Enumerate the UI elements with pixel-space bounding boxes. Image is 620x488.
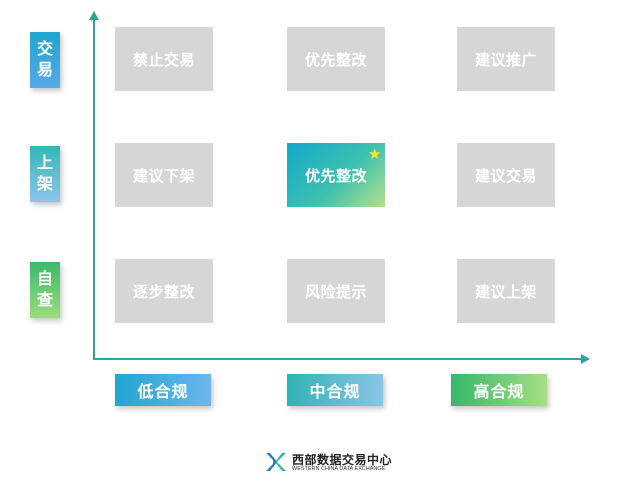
footer-name: 西部数据交易中心	[292, 453, 393, 467]
cell-r0-c0: 禁止交易	[115, 27, 213, 91]
cell-r1-c0: 建议下架	[115, 143, 213, 207]
y-label-2-char-1: 查	[36, 290, 53, 309]
y-label-2-char-0: 自	[36, 269, 53, 288]
footer-brand: 西部数据交易中心 WESTERN CHINA DATA EXCHANGE	[264, 449, 404, 475]
y-label-self-check: 自查	[30, 262, 60, 318]
y-label-0-char-1: 易	[36, 60, 53, 79]
y-label-1-char-1: 架	[36, 174, 53, 193]
y-axis-arrow-icon	[89, 11, 99, 20]
y-label-listing: 上架	[30, 146, 60, 202]
cell-r1-c2: 建议交易	[457, 143, 555, 207]
x-label-low-compliance: 低合规	[115, 374, 211, 406]
y-label-trade: 交易	[30, 32, 60, 88]
cell-r2-c0: 逐步整改	[115, 259, 213, 323]
x-axis-arrow-icon	[581, 354, 590, 364]
x-axis-line	[93, 358, 583, 360]
cell-r1-c1-highlight: 优先整改 ★	[287, 143, 385, 207]
y-label-1-char-0: 上	[36, 153, 53, 172]
cell-r2-c2: 建议上架	[457, 259, 555, 323]
y-axis-line	[93, 18, 95, 360]
cell-r0-c2: 建议推广	[457, 27, 555, 91]
y-label-0-char-0: 交	[36, 39, 53, 58]
cell-r2-c1: 风险提示	[287, 259, 385, 323]
cell-r0-c1: 优先整改	[287, 27, 385, 91]
x-label-high-compliance: 高合规	[451, 374, 547, 406]
star-icon: ★	[368, 145, 382, 163]
footer-name-en: WESTERN CHINA DATA EXCHANGE	[292, 466, 386, 472]
cell-r1-c1-label: 优先整改	[304, 166, 367, 185]
x-logo-icon	[266, 453, 286, 471]
x-label-mid-compliance: 中合规	[287, 374, 383, 406]
